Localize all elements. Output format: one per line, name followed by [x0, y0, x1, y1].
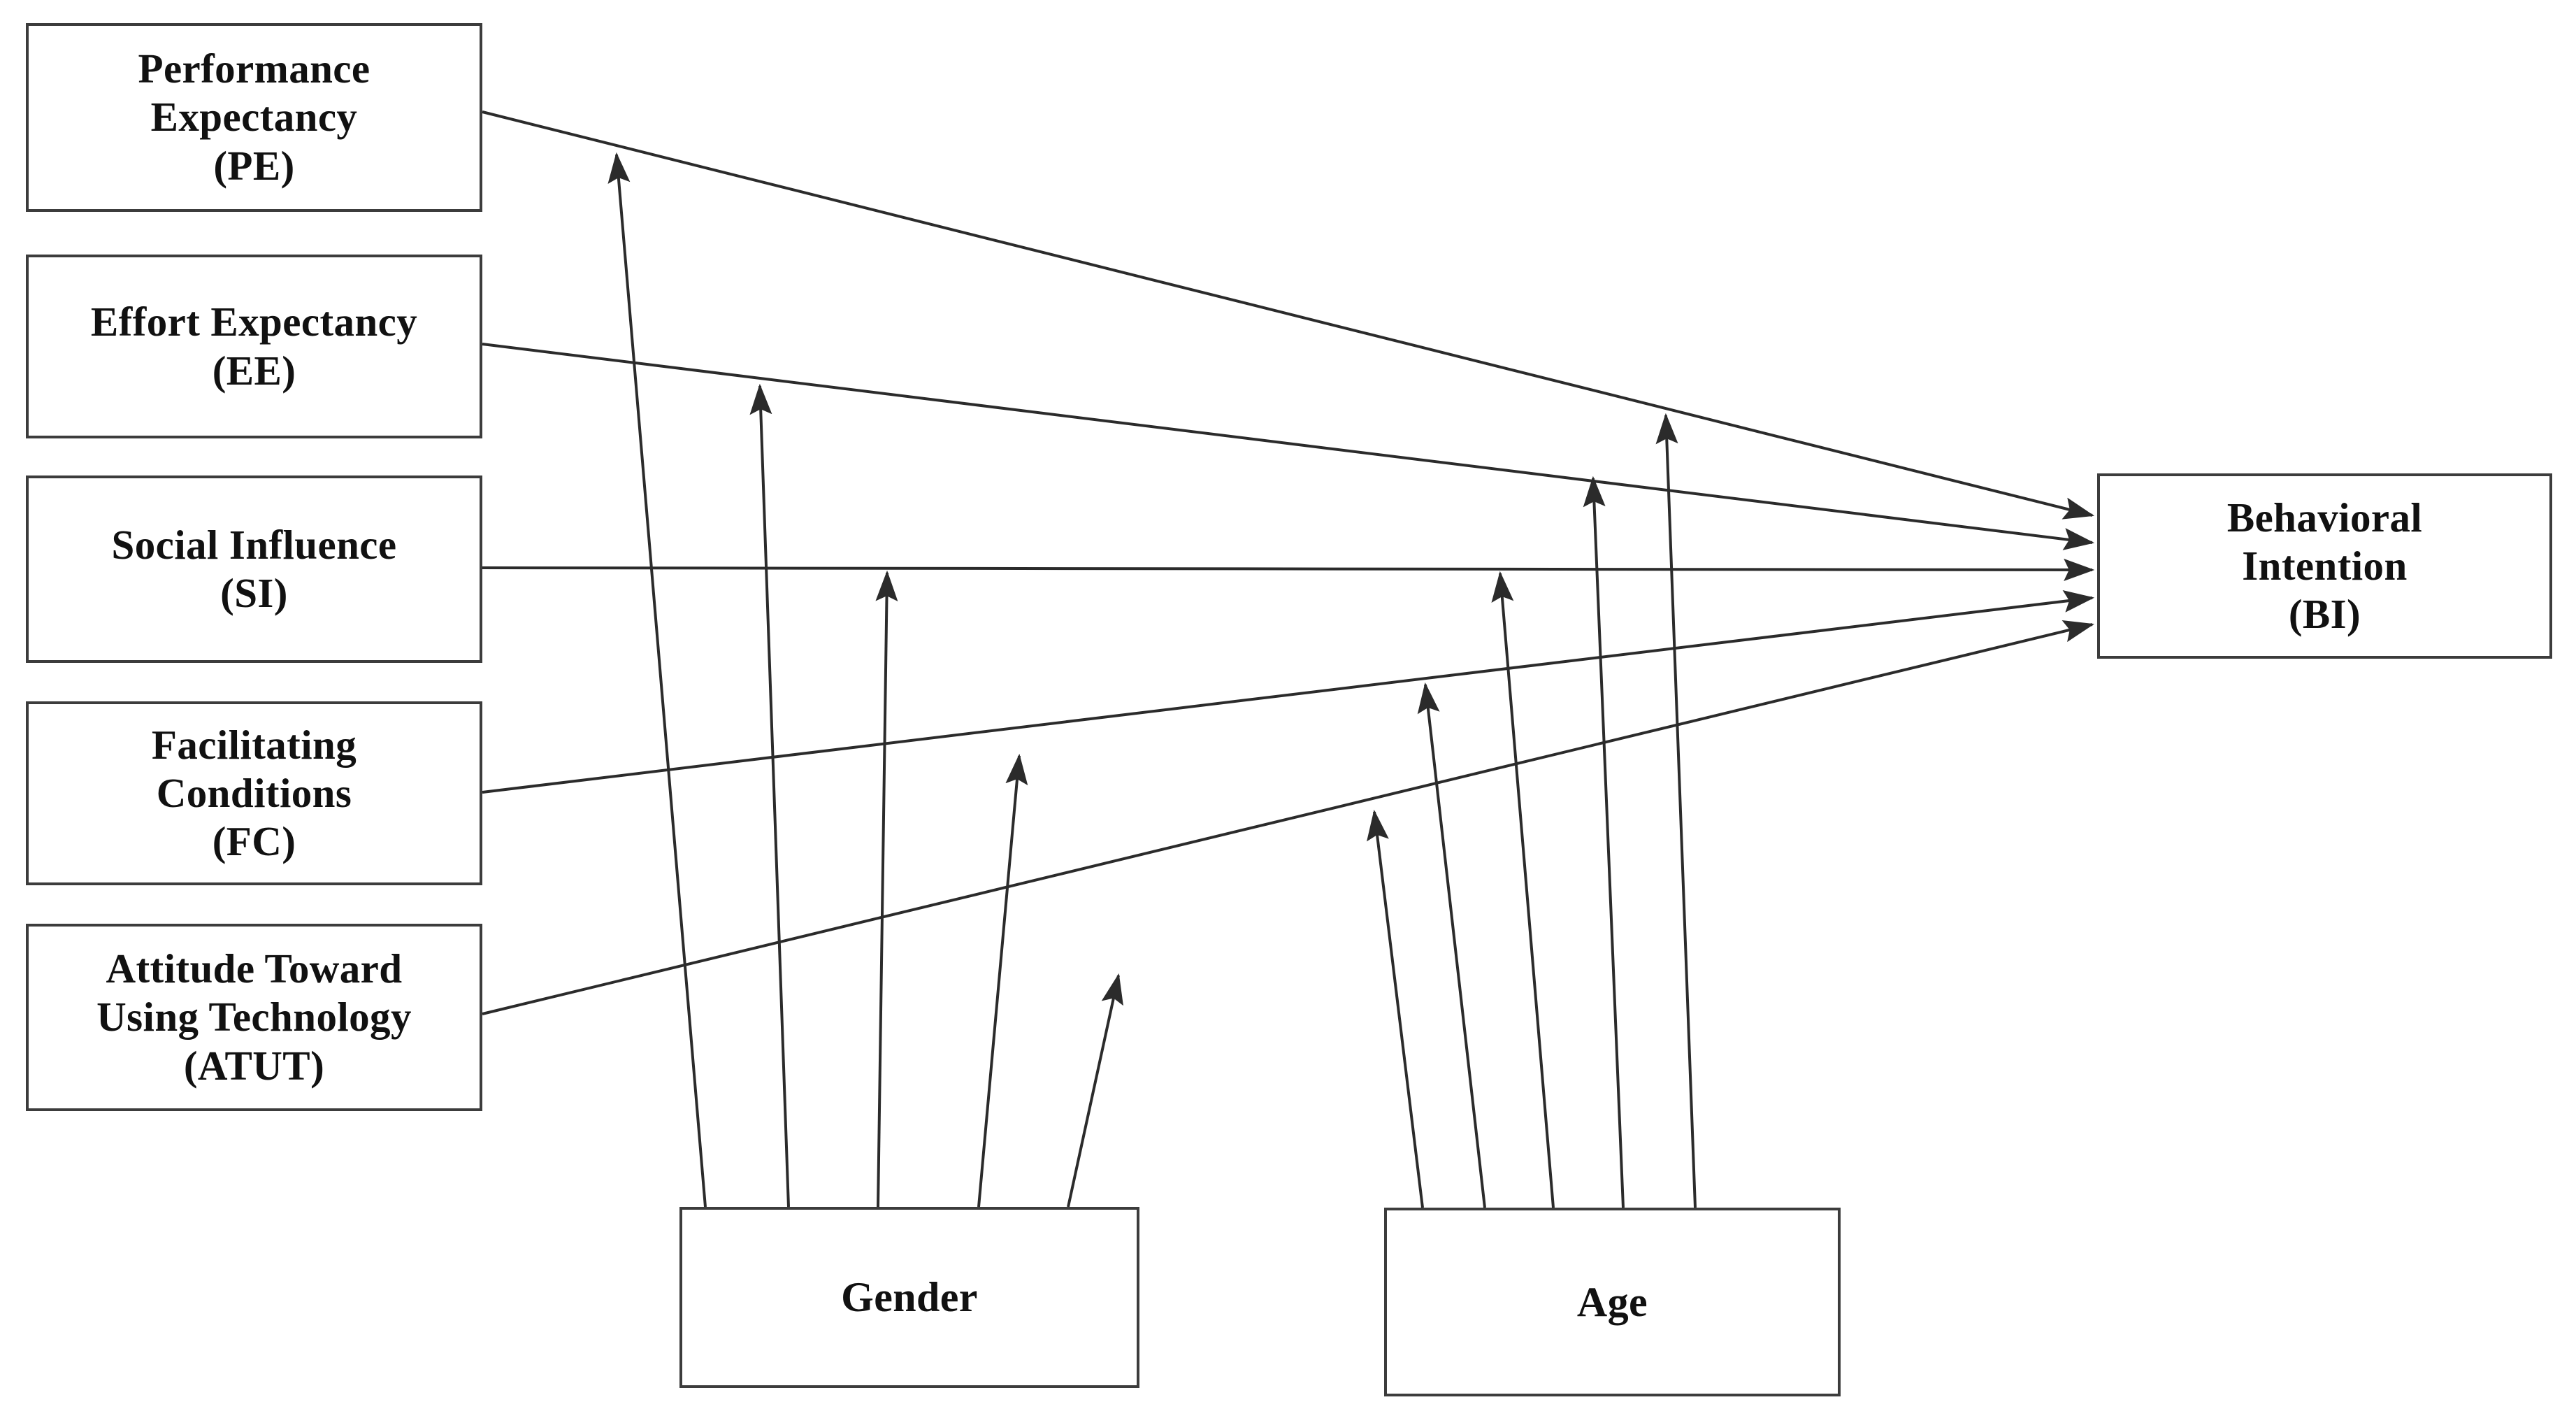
outcome-label-behavioral-intention: Behavioral Intention (BI) — [2226, 494, 2423, 637]
path-arrow-si-bi — [482, 558, 2095, 581]
moderator-arrow-gender-si-bi — [875, 570, 898, 1208]
path-arrow-fc-bi — [482, 590, 2095, 794]
moderator-arrow-age-atut-bi — [1367, 809, 1424, 1208]
construct-box-facilitating-conditions[interactable]: Facilitating Conditions (FC) — [26, 701, 482, 885]
path-arrow-pe-bi — [482, 110, 2095, 520]
moderator-arrow-gender-fc-bi — [977, 753, 1028, 1208]
moderator-arrow-gender-pe-bi — [607, 152, 707, 1208]
moderator-box-age[interactable]: Age — [1384, 1208, 1841, 1396]
moderator-arrow-age-si-bi — [1491, 571, 1555, 1208]
moderator-path-group — [607, 152, 1697, 1208]
moderator-arrow-gender-ee-bi — [749, 383, 790, 1208]
moderator-box-gender[interactable]: Gender — [679, 1207, 1139, 1388]
path-arrow-atut-bi — [482, 620, 2095, 1015]
moderator-label-age: Age — [1576, 1278, 1648, 1325]
moderator-arrow-gender-atut-bi — [1067, 973, 1123, 1208]
construct-label-effort-expectancy: Effort Expectancy (EE) — [90, 299, 418, 394]
construct-label-performance-expectancy: Performance Expectancy (PE) — [138, 45, 370, 189]
construct-label-social-influence: Social Influence (SI) — [111, 521, 397, 616]
outcome-box-behavioral-intention[interactable]: Behavioral Intention (BI) — [2097, 473, 2552, 659]
construct-box-attitude-toward-using-technology[interactable]: Attitude Toward Using Technology (ATUT) — [26, 924, 482, 1111]
construct-label-attitude-toward-using-technology: Attitude Toward Using Technology (ATUT) — [96, 945, 412, 1089]
path-arrow-ee-bi — [482, 343, 2095, 550]
moderator-arrow-age-ee-bi — [1583, 475, 1625, 1208]
construct-box-performance-expectancy[interactable]: Performance Expectancy (PE) — [26, 23, 482, 212]
construct-box-effort-expectancy[interactable]: Effort Expectancy (EE) — [26, 255, 482, 438]
construct-label-facilitating-conditions: Facilitating Conditions (FC) — [151, 721, 357, 864]
moderator-arrow-age-fc-bi — [1417, 682, 1486, 1208]
moderator-arrow-age-pe-bi — [1655, 413, 1697, 1208]
construct-box-social-influence[interactable]: Social Influence (SI) — [26, 475, 482, 663]
moderator-label-gender: Gender — [841, 1274, 978, 1321]
main-path-group — [482, 110, 2095, 1015]
